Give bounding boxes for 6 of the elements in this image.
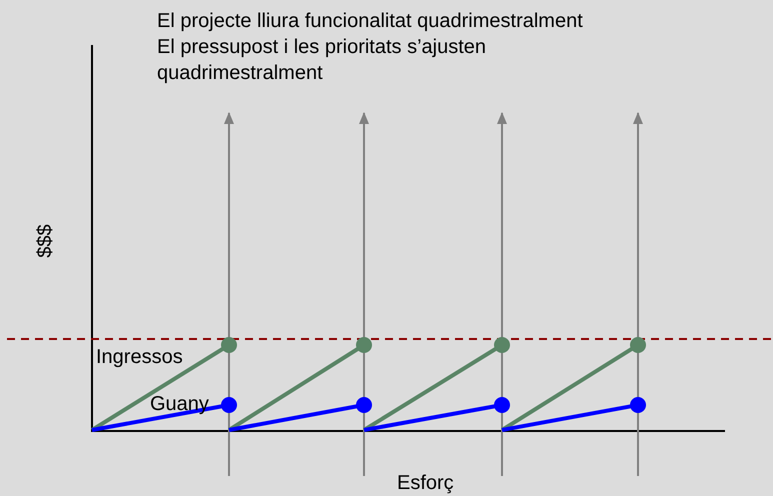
series-label: Ingressos bbox=[96, 345, 183, 370]
note-text: El pressupost i les prioritats s’ajusten quadrimestralment bbox=[157, 35, 488, 86]
axis-label: $$$ bbox=[33, 223, 57, 260]
series-label: Guany bbox=[150, 392, 209, 417]
axis-label: Esforç bbox=[397, 471, 454, 496]
note-text: El projecte lliura funcionalitat quadrimestralment bbox=[157, 9, 584, 34]
